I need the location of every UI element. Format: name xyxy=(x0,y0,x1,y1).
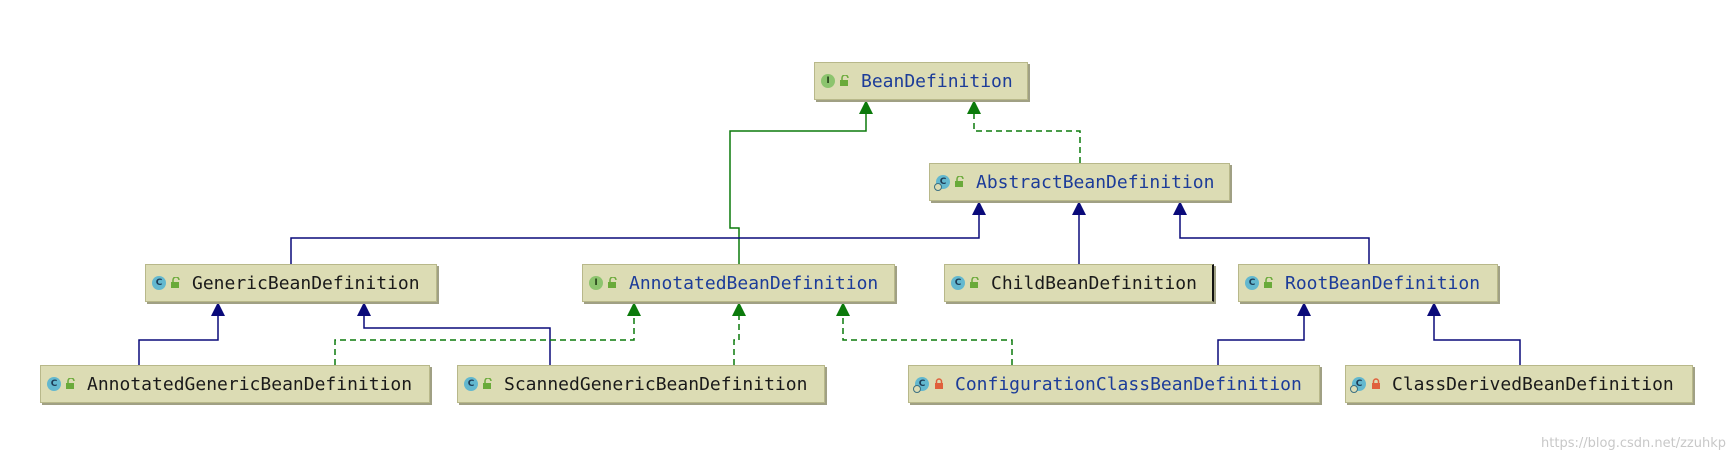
node-scannedgenericbeandefinition[interactable]: C ScannedGenericBeanDefinition xyxy=(457,365,825,403)
edge-classderivedbeandefinition-to-rootbeandefinition xyxy=(1427,302,1521,365)
class-icon: C xyxy=(913,377,929,393)
arrowhead xyxy=(972,201,986,215)
public-unlock-icon xyxy=(483,378,492,389)
private-lock-icon xyxy=(935,378,943,389)
arrowhead xyxy=(1072,201,1086,215)
node-annotatedgenericbeandefinition[interactable]: C AnnotatedGenericBeanDefinition xyxy=(40,365,430,403)
node-rootbeandefinition[interactable]: C RootBeanDefinition xyxy=(1238,264,1498,302)
public-unlock-icon xyxy=(840,75,849,86)
interface-icon: I xyxy=(821,74,835,88)
public-unlock-icon xyxy=(1264,277,1273,288)
node-label: ClassDerivedBeanDefinition xyxy=(1392,373,1674,395)
class-icon: C xyxy=(951,276,965,290)
edge-abstractbeandefinition-to-beandefinition xyxy=(967,100,1081,163)
arrowhead xyxy=(836,302,850,316)
edge-configurationclassbeandefinition-to-annotatedbeandefinition xyxy=(836,302,1013,365)
node-label: BeanDefinition xyxy=(861,70,1013,92)
arrowhead xyxy=(1297,302,1311,316)
edge-scannedgenericbeandefinition-to-annotatedbeandefinition xyxy=(732,302,746,365)
node-abstractbeandefinition[interactable]: C AbstractBeanDefinition xyxy=(929,163,1230,201)
class-icon: C xyxy=(1245,276,1259,290)
class-icon: C xyxy=(464,377,478,391)
node-annotatedbeandefinition[interactable]: I AnnotatedBeanDefinition xyxy=(582,264,895,302)
edge-genericbeandefinition-to-abstractbeandefinition xyxy=(290,201,986,264)
public-unlock-icon xyxy=(171,277,180,288)
node-configurationclassbeandefinition[interactable]: C ConfigurationClassBeanDefinition xyxy=(908,365,1320,403)
edge-annotatedgenericbeandefinition-to-genericbeandefinition xyxy=(138,302,225,365)
public-unlock-icon xyxy=(955,176,964,187)
arrowhead xyxy=(1427,302,1441,316)
class-icon: C xyxy=(47,377,61,391)
arrowhead xyxy=(859,100,873,114)
arrowhead xyxy=(357,302,371,316)
arrowhead xyxy=(967,100,981,114)
edge-annotatedgenericbeandefinition-to-annotatedbeandefinition xyxy=(334,302,641,365)
edge-childbeandefinition-to-abstractbeandefinition xyxy=(1072,201,1086,264)
node-genericbeandefinition[interactable]: C GenericBeanDefinition xyxy=(145,264,437,302)
arrowhead xyxy=(732,302,746,316)
private-lock-icon xyxy=(1372,378,1380,389)
public-unlock-icon xyxy=(970,277,979,288)
node-label: AbstractBeanDefinition xyxy=(976,171,1215,193)
node-label: AnnotatedGenericBeanDefinition xyxy=(87,373,413,395)
node-label: ChildBeanDefinition xyxy=(991,272,1197,294)
public-unlock-icon xyxy=(608,277,617,288)
node-label: ConfigurationClassBeanDefinition xyxy=(955,373,1302,395)
edge-scannedgenericbeandefinition-to-genericbeandefinition xyxy=(357,302,551,365)
node-label: RootBeanDefinition xyxy=(1285,272,1481,294)
arrowhead xyxy=(211,302,225,316)
arrowhead xyxy=(1173,201,1187,215)
watermark: https://blog.csdn.net/zzuhkp xyxy=(1541,436,1726,451)
class-icon: C xyxy=(1350,377,1366,393)
node-label: GenericBeanDefinition xyxy=(192,272,420,294)
interface-icon: I xyxy=(589,276,603,290)
edge-rootbeandefinition-to-abstractbeandefinition xyxy=(1173,201,1370,264)
class-icon: C xyxy=(152,276,166,290)
node-beandefinition[interactable]: I BeanDefinition xyxy=(814,62,1028,100)
node-classderivedbeandefinition[interactable]: C ClassDerivedBeanDefinition xyxy=(1345,365,1693,403)
class-icon: C xyxy=(934,175,950,191)
edge-configurationclassbeandefinition-to-rootbeandefinition xyxy=(1217,302,1311,365)
arrowhead xyxy=(627,302,641,316)
node-childbeandefinition[interactable]: C ChildBeanDefinition xyxy=(944,264,1214,302)
public-unlock-icon xyxy=(66,378,75,389)
node-label: ScannedGenericBeanDefinition xyxy=(504,373,808,395)
edge-annotatedbeandefinition-to-beandefinition xyxy=(729,100,873,264)
node-label: AnnotatedBeanDefinition xyxy=(629,272,879,294)
